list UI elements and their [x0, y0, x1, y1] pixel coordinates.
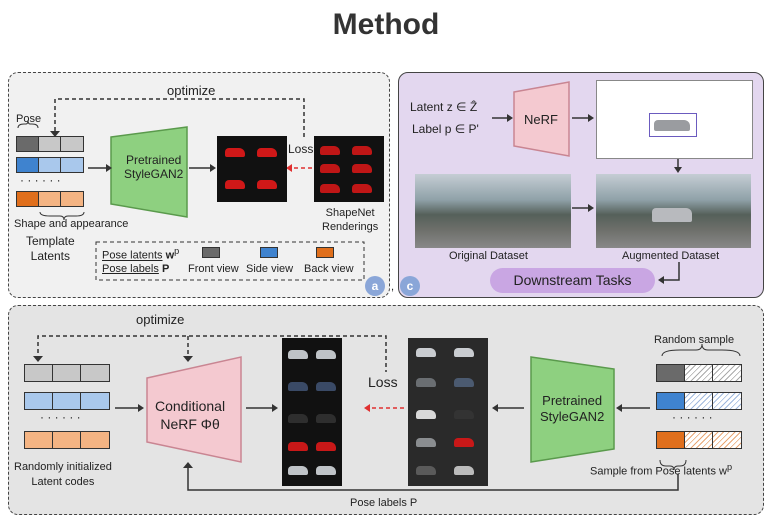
legend-front-swatch	[202, 247, 220, 258]
stylegan2-label-a: Pretrained StyleGAN2	[124, 153, 184, 181]
label-p-label: Label p ∈ P'	[412, 122, 479, 136]
conditional-nerf-block	[146, 356, 242, 463]
ellipsis-b-left: · · · · · ·	[40, 410, 81, 424]
original-dataset-label: Original Dataset	[449, 250, 528, 262]
page-title: Method	[332, 8, 440, 41]
stylegan2-samples-image	[408, 338, 488, 486]
template-latents-label: Template Latents	[26, 234, 75, 263]
legend-front-view: Front view	[188, 263, 239, 275]
conditional-nerf-label: Conditional NeRF Φθ	[155, 398, 226, 432]
legend-pose-labels: Pose labels P	[102, 263, 170, 275]
pose-labels-arrow	[187, 468, 679, 491]
optimize-label-b: optimize	[136, 312, 185, 327]
optimize-arrow-b	[37, 335, 387, 372]
optimize-label-a: optimize	[167, 83, 216, 98]
stylegan2-generator-a	[110, 126, 188, 218]
shapenet-renderings-image	[314, 136, 384, 202]
conditional-nerf-output-image	[282, 338, 342, 486]
nerf-block-c	[513, 81, 570, 157]
legend-back-swatch	[316, 247, 334, 258]
ellipsis-b-right: · · · · · ·	[672, 410, 713, 424]
stylegan2-generator-b	[530, 356, 615, 463]
shape-appearance-label: Shape and appearance	[14, 218, 129, 230]
pose-label: Pose	[16, 113, 42, 125]
stylegan2-label-b: Pretrained StyleGAN2	[540, 393, 605, 424]
augmented-dataset-label: Augmented Dataset	[622, 250, 720, 262]
nerf-label-c: NeRF	[524, 112, 558, 127]
legend-side-view: Side view	[246, 263, 294, 275]
sample-pose-latents-label: Sample from Pose latents wp	[590, 462, 733, 478]
pose-brace	[17, 119, 39, 129]
shapenet-label: ShapeNet Renderings	[322, 207, 379, 233]
augmented-dataset-image	[596, 174, 751, 248]
ellipsis-a: · · · · · ·	[20, 173, 61, 187]
shape-brace	[39, 211, 85, 221]
pose-labels-bottom-label: Pose labels P	[350, 497, 418, 509]
marker-separator: ,	[391, 281, 395, 293]
legend-back-view: Back view	[304, 263, 354, 275]
marker-c: c	[400, 276, 420, 296]
marker-a: a	[365, 276, 385, 296]
original-dataset-image	[415, 174, 571, 248]
loss-label-b: Loss	[368, 374, 398, 390]
panel-b-conditional-nerf	[8, 305, 764, 515]
sample-pose-brace	[659, 459, 687, 471]
generated-cars-image-a	[217, 136, 287, 202]
loss-label-a: Loss	[288, 142, 314, 156]
optimize-arrow-a	[54, 98, 305, 138]
random-init-label: Randomly initialized Latent codes	[14, 461, 112, 488]
random-sample-brace	[661, 343, 741, 357]
downstream-tasks-badge: Downstream Tasks	[490, 268, 655, 293]
latent-z-label: Latent z ∈ Ẑ	[410, 100, 478, 114]
nerf-render-image	[596, 80, 753, 159]
legend-pose-latents: Pose latents wp	[102, 246, 180, 262]
legend-side-swatch	[260, 247, 278, 258]
random-sample-label: Random sample	[654, 334, 735, 346]
